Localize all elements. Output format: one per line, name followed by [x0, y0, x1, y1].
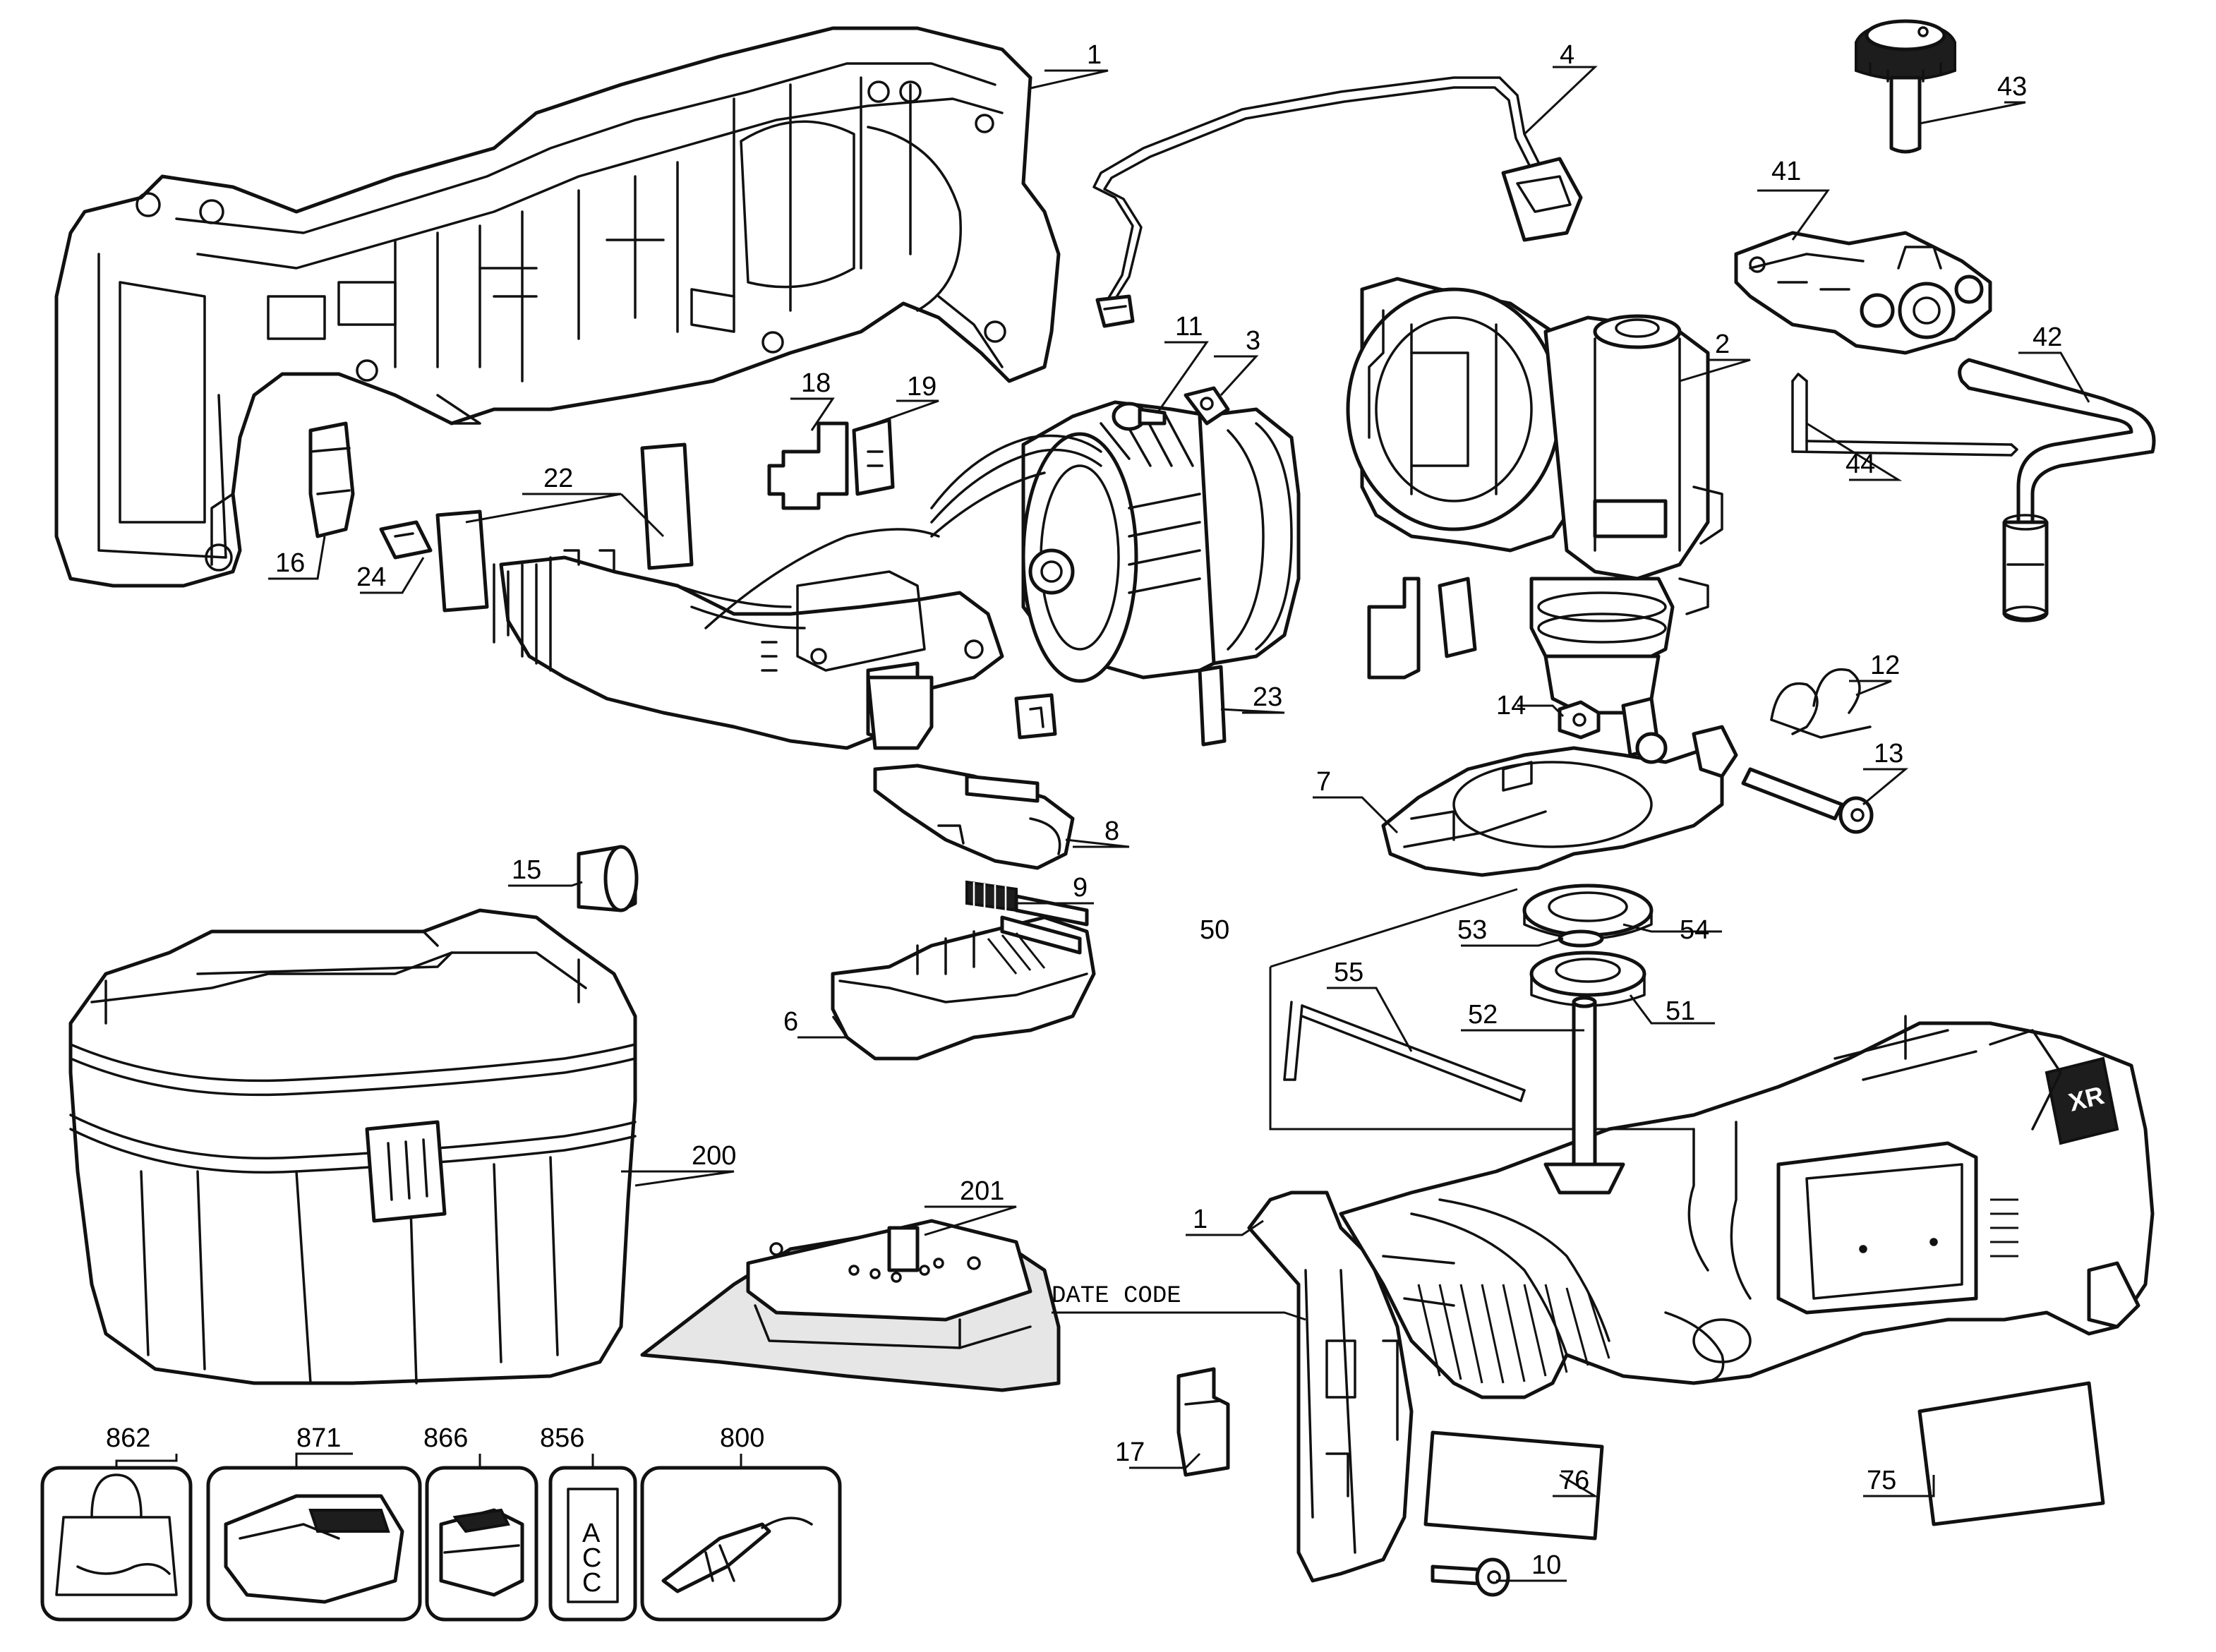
part-3-motor — [1021, 386, 1301, 683]
callout-76: 76 — [1560, 1466, 1589, 1495]
callout-8: 8 — [1104, 816, 1119, 846]
callout-3: 3 — [1246, 326, 1260, 356]
callout-55: 55 — [1334, 958, 1363, 987]
part-15-sleeve — [577, 845, 639, 912]
callout-9: 9 — [1073, 873, 1088, 903]
callout-53: 53 — [1457, 915, 1487, 945]
part-42-offset-rod — [1958, 358, 2156, 622]
leader-lines — [115, 66, 2090, 1582]
part-brush-holders — [1367, 577, 1477, 680]
accessory-box-800 — [640, 1466, 842, 1622]
assembled-oscillating-tool: XR — [1339, 1015, 2155, 1399]
part-52-bolt — [1543, 996, 1625, 1195]
part-76-label — [1423, 1430, 1604, 1541]
part-44-hex-key — [1791, 373, 2018, 457]
part-22-insulator-strips — [435, 442, 694, 613]
part-23-strip — [1198, 665, 1227, 747]
part-7-lever — [1381, 697, 1738, 877]
part-2-gear-housing — [1346, 277, 1723, 715]
part-6-bottom-cover — [831, 894, 1096, 1061]
part-201-sanding-pad — [640, 1219, 1061, 1392]
callout-75: 75 — [1867, 1466, 1896, 1495]
part-1-housing-side — [1247, 1190, 1414, 1583]
callout-51: 51 — [1666, 996, 1695, 1026]
callout-17: 17 — [1115, 1437, 1145, 1467]
part-13-pin — [1741, 767, 1874, 834]
callout-7: 7 — [1316, 767, 1331, 797]
callout-12: 12 — [1870, 651, 1900, 680]
callout-16: 16 — [275, 548, 305, 578]
part-51-flange — [1529, 951, 1646, 1007]
callout-19: 19 — [907, 372, 937, 402]
callout-2: 2 — [1715, 330, 1730, 359]
callout-42: 42 — [2033, 322, 2062, 352]
callout-23: 23 — [1253, 682, 1282, 712]
callout-1-lower: 1 — [1193, 1205, 1208, 1234]
accessory-box-871 — [206, 1466, 422, 1622]
part-55-hex-key — [1283, 1001, 1526, 1102]
callout-14: 14 — [1496, 691, 1526, 721]
part-1-housing-left — [54, 26, 1061, 588]
part-50-accessory-kit — [1269, 888, 1694, 1131]
part-22-switch-module — [493, 434, 1102, 750]
accessory-box-862 — [40, 1466, 193, 1622]
callout-862: 862 — [106, 1423, 150, 1453]
callout-13: 13 — [1874, 739, 1903, 768]
accessory-box-866 — [425, 1466, 538, 1622]
callout-24: 24 — [356, 562, 386, 592]
part-11-screw — [1112, 402, 1167, 431]
part-17-latch — [1176, 1367, 1230, 1477]
part-43-knob-screw — [1855, 19, 1956, 154]
part-8-cover — [873, 764, 1075, 870]
callout-54: 54 — [1680, 915, 1709, 945]
callout-871: 871 — [296, 1423, 341, 1453]
part-motor-clip — [1014, 693, 1057, 740]
part-24-clip — [379, 520, 433, 560]
callout-201: 201 — [960, 1176, 1004, 1206]
part-200-case — [68, 908, 637, 1385]
part-16-latch — [308, 421, 355, 538]
callout-labels: 1 4 43 41 42 44 3 11 18 19 2 22 16 24 23… — [106, 40, 2062, 1580]
callout-10: 10 — [1531, 1550, 1561, 1580]
part-19-brush — [852, 418, 895, 496]
callout-800: 800 — [720, 1423, 764, 1453]
part-41-clamp-block — [1734, 231, 1992, 355]
part-10-screw — [1431, 1557, 1510, 1597]
callout-856: 856 — [540, 1423, 584, 1453]
part-9-spring — [965, 880, 1018, 912]
callout-43: 43 — [1997, 72, 2027, 102]
callout-41: 41 — [1771, 157, 1801, 186]
acc-letter-2: C — [582, 1543, 601, 1573]
part-75-label — [1917, 1381, 2105, 1526]
callout-52: 52 — [1468, 1000, 1498, 1030]
part-14-nut — [1558, 700, 1601, 740]
callout-6: 6 — [783, 1007, 798, 1037]
callout-4: 4 — [1560, 40, 1574, 70]
part-4-wire-harness — [1092, 76, 1583, 328]
callout-22: 22 — [543, 464, 573, 493]
date-code-label: DATE CODE — [1052, 1283, 1181, 1310]
accessory-box-856: A C C — [548, 1466, 637, 1622]
callout-1: 1 — [1087, 40, 1102, 70]
callout-18: 18 — [801, 368, 831, 398]
part-53-washer — [1558, 929, 1604, 948]
acc-letter-3: C — [582, 1568, 601, 1598]
acc-letter-1: A — [582, 1519, 601, 1548]
part-12-springs — [1770, 668, 1872, 739]
callout-11: 11 — [1175, 312, 1203, 342]
callout-200: 200 — [692, 1141, 736, 1171]
part-18-clip — [767, 421, 849, 510]
callout-44: 44 — [1845, 450, 1875, 479]
callout-50: 50 — [1200, 915, 1229, 945]
callout-866: 866 — [423, 1423, 468, 1453]
callout-15: 15 — [512, 855, 541, 885]
